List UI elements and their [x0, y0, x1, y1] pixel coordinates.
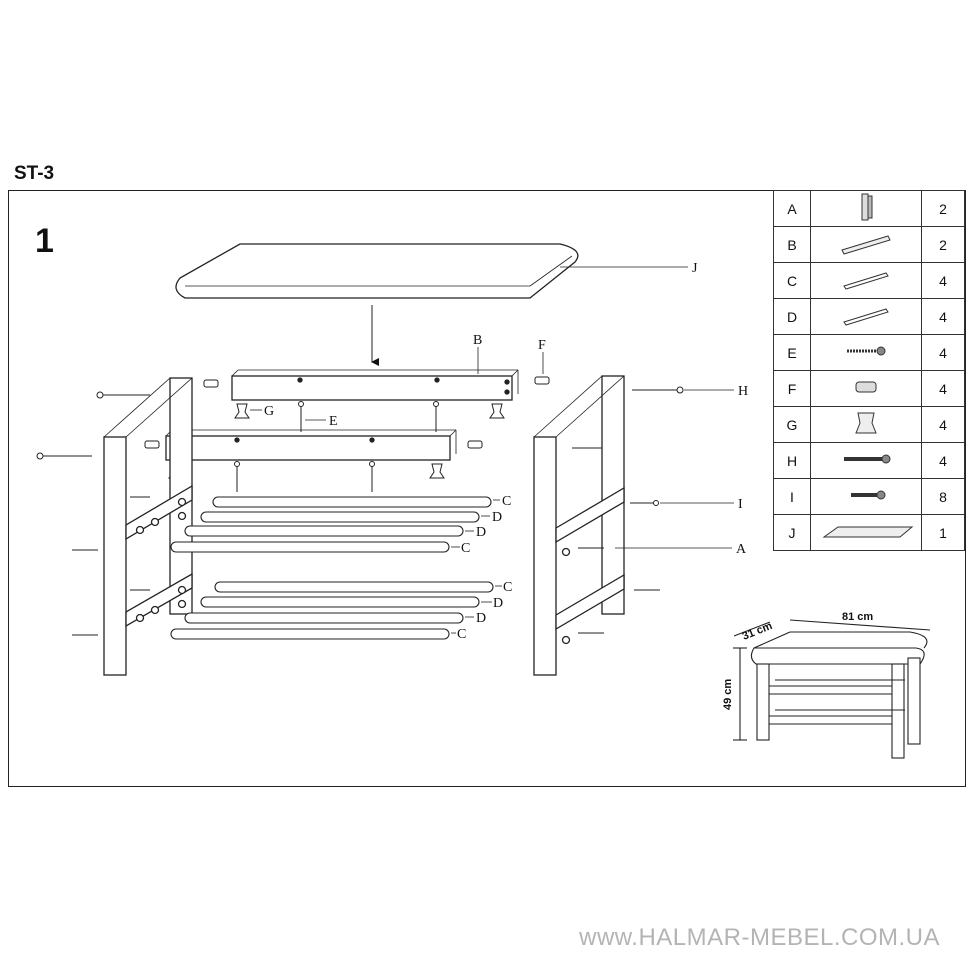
left-side-frame — [103, 377, 193, 676]
part-letter: F — [773, 370, 811, 407]
front-rail — [165, 429, 457, 461]
table-row: B 2 — [773, 226, 965, 263]
rod-part-icon — [843, 308, 889, 326]
part-qty: 4 — [921, 406, 965, 443]
callout-c: C — [457, 627, 466, 642]
part-qty: 4 — [921, 298, 965, 335]
back-rail — [231, 369, 519, 401]
part-letter: A — [773, 190, 811, 227]
seat-panel-part-icon — [822, 526, 914, 538]
barrel-nuts-f — [144, 376, 550, 449]
table-row: J 1 — [773, 514, 965, 551]
part-qty: 8 — [921, 478, 965, 515]
rod-leaders — [451, 499, 502, 634]
part-letter: C — [773, 262, 811, 299]
callout-c: C — [502, 494, 511, 509]
callout-e: E — [329, 414, 338, 429]
right-side-frame — [533, 375, 625, 676]
barrel-nut-part-icon — [855, 381, 877, 393]
diagram-frame — [8, 190, 966, 787]
table-row: G 4 — [773, 406, 965, 443]
table-row: C 4 — [773, 262, 965, 299]
part-qty: 4 — [921, 370, 965, 407]
callout-c: C — [461, 541, 470, 556]
seat-panel — [175, 243, 579, 299]
callout-i: I — [738, 497, 743, 512]
part-qty: 2 — [921, 226, 965, 263]
connector-part-icon — [855, 412, 877, 434]
part-qty: 4 — [921, 442, 965, 479]
callout-g: G — [264, 404, 274, 419]
part-qty: 4 — [921, 262, 965, 299]
short-bolts-i — [72, 496, 660, 636]
dimension-depth: 31 cm — [741, 620, 775, 643]
part-letter: G — [773, 406, 811, 443]
dimension-sketch — [733, 619, 931, 759]
part-letter: I — [773, 478, 811, 515]
callout-d: D — [493, 596, 503, 611]
table-row: A 2 — [773, 190, 965, 227]
table-row: I 8 — [773, 478, 965, 515]
callout-d: D — [492, 510, 502, 525]
callout-b: B — [473, 333, 482, 348]
table-row: E 4 — [773, 334, 965, 371]
part-qty: 2 — [921, 190, 965, 227]
callout-c: C — [503, 580, 512, 595]
step-number: 1 — [35, 222, 54, 260]
table-row: H 4 — [773, 442, 965, 479]
callout-j: J — [692, 261, 698, 276]
wood-screws-e — [234, 401, 439, 492]
callout-d: D — [476, 525, 486, 540]
rods-lower — [170, 581, 494, 640]
side-frame-part-icon — [861, 193, 873, 221]
model-code: ST-3 — [14, 163, 55, 184]
dimension-width: 81 cm — [842, 611, 873, 623]
long-bolt-part-icon — [844, 454, 891, 464]
table-row: F 4 — [773, 370, 965, 407]
watermark: www.HALMAR-MEBEL.COM.UA — [579, 924, 940, 951]
table-row: D 4 — [773, 298, 965, 335]
part-qty: 4 — [921, 334, 965, 371]
wood-screw-part-icon — [847, 346, 886, 356]
callout-f: F — [538, 338, 546, 353]
part-qty: 1 — [921, 514, 965, 551]
part-letter: J — [773, 514, 811, 551]
part-letter: E — [773, 334, 811, 371]
part-letter: D — [773, 298, 811, 335]
dimension-height: 49 cm — [722, 679, 734, 710]
callout-h: H — [738, 384, 748, 399]
callout-a: A — [736, 542, 747, 557]
parts-table: A 2 B 2 C 4 D 4 E 4 F 4 G — [773, 190, 965, 551]
part-letter: B — [773, 226, 811, 263]
long-rail-part-icon — [841, 235, 891, 255]
short-bolt-part-icon — [851, 490, 886, 500]
callout-d: D — [476, 611, 486, 626]
rods-upper — [170, 496, 492, 553]
rod-part-icon — [843, 272, 889, 290]
part-letter: H — [773, 442, 811, 479]
